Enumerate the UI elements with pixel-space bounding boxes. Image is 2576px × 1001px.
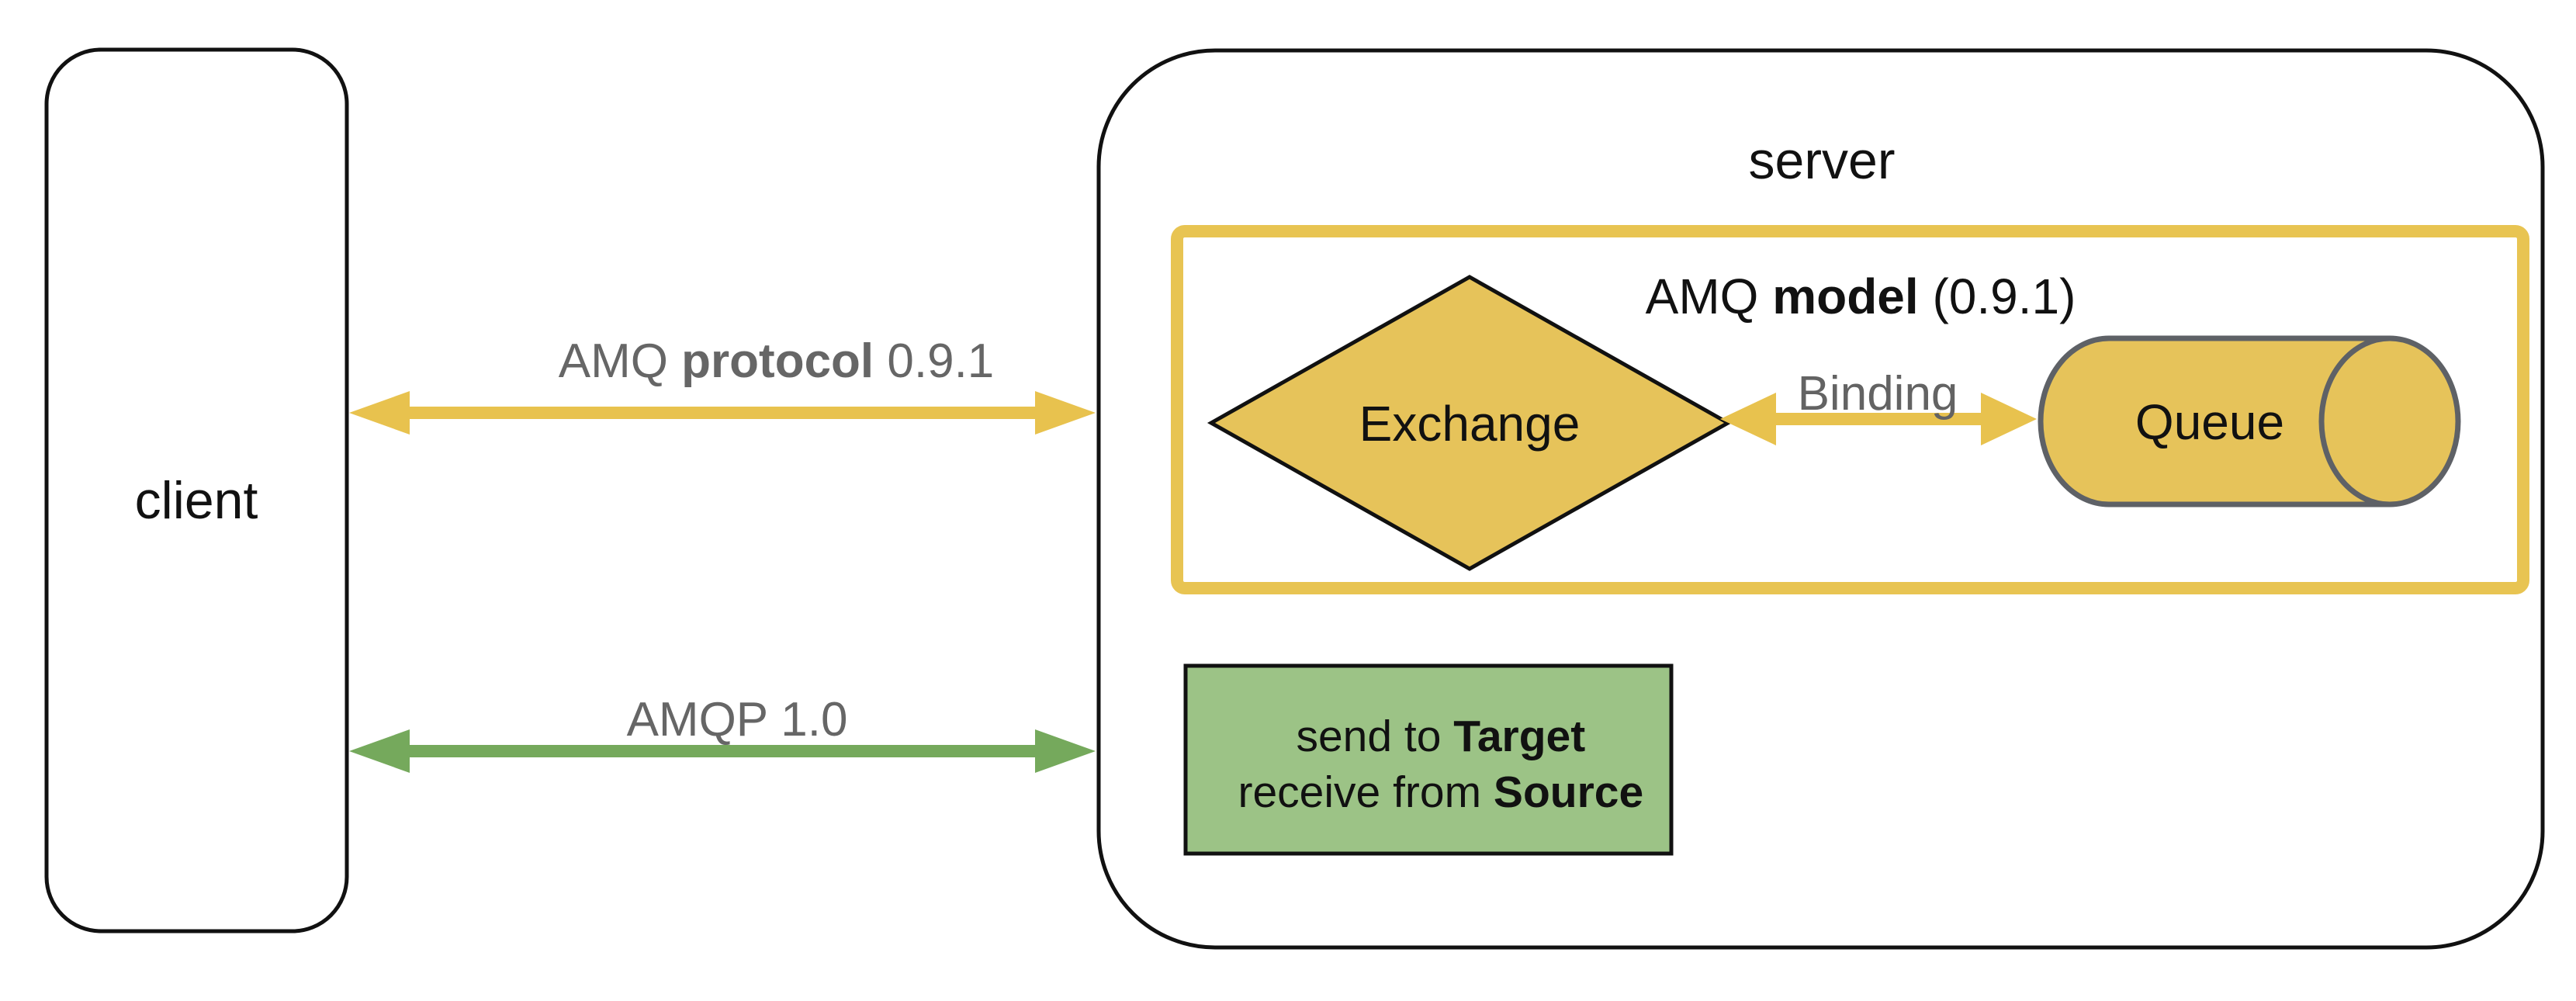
amq-model-title-suffix: (0.9.1) bbox=[1919, 268, 2076, 324]
amq-model-title: AMQ model (0.9.1) bbox=[1524, 268, 2173, 324]
capability-line2-bold: Source bbox=[1494, 767, 1643, 817]
queue-cylinder-body bbox=[2038, 335, 2390, 507]
queue-node: Queue bbox=[2038, 335, 2461, 507]
amq-protocol-label-suffix: 0.9.1 bbox=[874, 334, 994, 388]
client-label: client bbox=[135, 471, 258, 530]
binding-connection: Binding bbox=[1720, 367, 2037, 445]
client-node: client bbox=[44, 47, 349, 933]
amq-protocol-label-prefix: AMQ bbox=[559, 334, 681, 388]
capability-line2-prefix: receive from bbox=[1238, 767, 1494, 817]
amq-model-title-prefix: AMQ bbox=[1646, 268, 1773, 324]
capability-line1-bold: Target bbox=[1453, 712, 1585, 761]
amq-model-box bbox=[1171, 225, 2529, 594]
binding-arrow bbox=[1720, 393, 2037, 445]
amq-protocol-label-bold: protocol bbox=[681, 334, 874, 388]
amqp10-capability-group: send to Target receive from Source bbox=[1127, 663, 1729, 856]
server-label: server bbox=[1749, 131, 1896, 190]
amqp10-connection: AMQP 1.0 bbox=[349, 693, 1096, 773]
amqp10-capability-box bbox=[1183, 663, 1674, 856]
queue-label: Queue bbox=[2135, 394, 2284, 450]
capability-line1: send to Target bbox=[1186, 712, 1671, 761]
exchange-label: Exchange bbox=[1359, 396, 1581, 452]
amqp10-label: AMQP 1.0 bbox=[627, 693, 848, 746]
queue-cylinder-cap bbox=[2318, 335, 2461, 507]
amq-model-group: AMQ model (0.9.1) Exchange Binding Queue bbox=[1171, 225, 2529, 594]
capability-line2: receive from Source bbox=[1127, 767, 1729, 817]
exchange-diamond bbox=[1207, 275, 1733, 571]
exchange-node: Exchange bbox=[1207, 275, 1733, 571]
binding-label: Binding bbox=[1798, 367, 1958, 421]
amqp10-arrow bbox=[349, 729, 1096, 773]
amq-protocol-connection: AMQ protocol 0.9.1 bbox=[349, 334, 1096, 435]
amq-model-title-bold: model bbox=[1772, 268, 1918, 324]
amq-protocol-label: AMQ protocol 0.9.1 bbox=[441, 334, 1088, 388]
capability-line1-prefix: send to bbox=[1296, 712, 1453, 761]
client-box bbox=[44, 47, 349, 933]
amq-protocol-arrow bbox=[349, 391, 1096, 435]
